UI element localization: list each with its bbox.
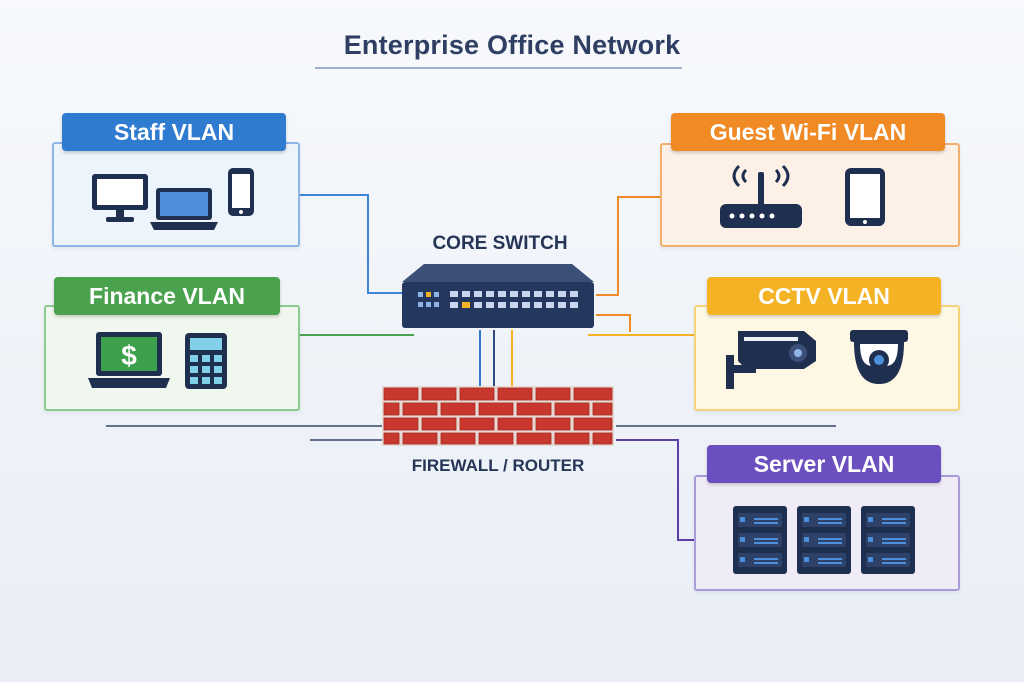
calculator-icon [185,333,227,389]
wifi-router-icon [720,164,802,228]
firewall-label: FIREWALL / ROUTER [411,456,585,475]
server-rack-icon [733,506,787,574]
core-switch-label: CORE SWITCH [432,233,568,254]
title-underline [315,67,682,69]
staff-link [298,194,404,294]
server-rack-icon [797,506,851,574]
server-link [616,439,694,541]
finance-laptop-icon: $ [88,332,170,388]
core-switch-icon [402,264,594,328]
smartphone-icon [228,168,254,216]
guest-link [596,196,660,296]
cctv-vlan-label: CCTV VLAN [707,277,941,315]
server-rack-icon [861,506,915,574]
desktop-icon [92,174,148,222]
cctv-link [596,314,631,332]
staff-vlan-label: Staff VLAN [62,113,286,151]
svg-text:$: $ [121,340,137,371]
tablet-icon [845,168,885,226]
bullet-camera-icon [726,331,816,389]
finance-vlan-label: Finance VLAN [54,277,280,315]
guest-vlan-box [660,143,960,247]
guest-vlan-label: Guest Wi-Fi VLAN [671,113,945,151]
finance-vlan-box [44,305,300,411]
firewall-brick-icon [382,386,614,446]
diagram-title: Enterprise Office Network [343,30,681,60]
server-vlan-label: Server VLAN [707,445,941,483]
dome-camera-icon [850,330,908,384]
laptop-icon [150,188,218,230]
